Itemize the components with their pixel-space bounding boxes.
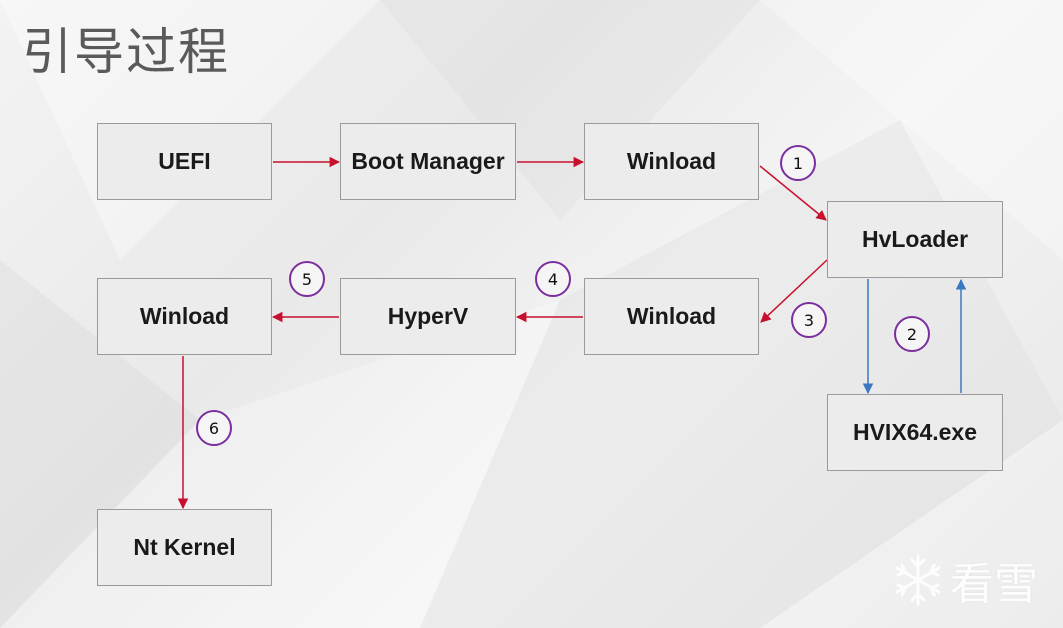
node-winload-top: Winload [584, 123, 759, 200]
arrow-winload-to-hvloader [759, 165, 827, 221]
node-hyperv: HyperV [340, 278, 516, 355]
step-badge-2: 2 [894, 316, 930, 352]
page-title: 引导过程 [22, 23, 230, 81]
node-boot-manager: Boot Manager [340, 123, 516, 200]
step-badge-6: 6 [196, 410, 232, 446]
step-badge-1: 1 [780, 145, 816, 181]
node-winload-mid: Winload [584, 278, 759, 355]
logo-text: 看雪 [950, 559, 1038, 610]
arrow-hvloader-to-winload [760, 259, 828, 323]
kanxue-logo: 看雪 [890, 548, 1038, 612]
node-uefi: UEFI [97, 123, 272, 200]
node-hvloader: HvLoader [827, 201, 1003, 278]
node-nt-kernel: Nt Kernel [97, 509, 272, 586]
snowflake-icon [895, 554, 941, 606]
step-badge-5: 5 [289, 261, 325, 297]
node-winload-left: Winload [97, 278, 272, 355]
node-hvix64: HVIX64.exe [827, 394, 1003, 471]
step-badge-4: 4 [535, 261, 571, 297]
step-badge-3: 3 [791, 302, 827, 338]
